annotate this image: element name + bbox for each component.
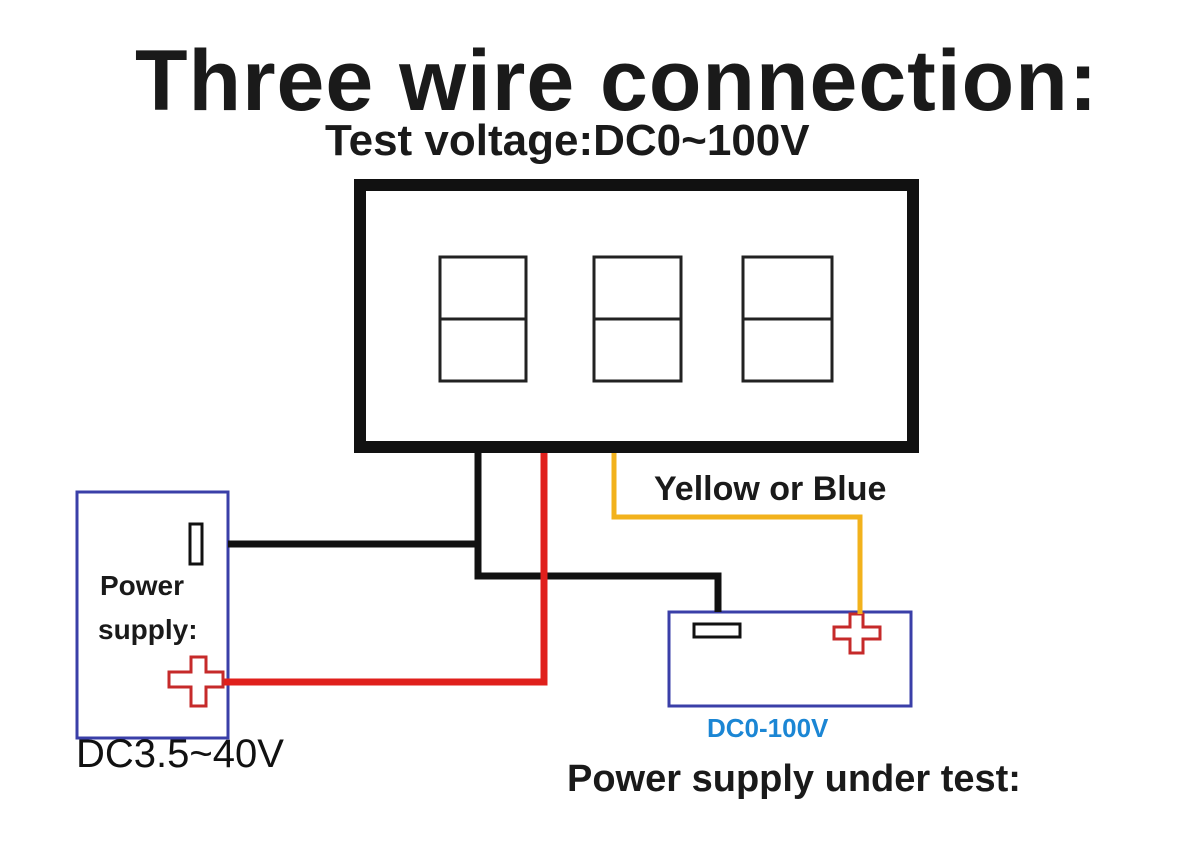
power-supply-label-line1: Power: [100, 570, 185, 601]
wire-color-label: Yellow or Blue: [654, 470, 887, 508]
black-wire: [228, 453, 722, 612]
yellow-wire: [611, 453, 863, 614]
voltmeter-display-housing: [354, 179, 919, 453]
power-supply-label-line2: supply:: [98, 614, 198, 645]
diagram-title: Three wire connection:: [135, 33, 1099, 129]
test-supply-voltage-range: DC0-100V: [707, 713, 829, 743]
test-supply-positive-terminal: [832, 612, 882, 655]
test-supply-caption: Power supply under test:: [567, 758, 1021, 800]
test-voltage-subtitle: Test voltage:DC0~100V: [325, 116, 810, 165]
power-supply-voltage-range: DC3.5~40V: [76, 732, 284, 776]
power-supply-positive-terminal: [167, 655, 225, 708]
test-supply-negative-terminal: [692, 622, 742, 639]
digit-3: [741, 255, 834, 383]
digit-1: [438, 255, 528, 383]
power-supply-negative-terminal: [188, 522, 204, 566]
red-wire: [224, 453, 548, 686]
digit-2: [592, 255, 683, 383]
